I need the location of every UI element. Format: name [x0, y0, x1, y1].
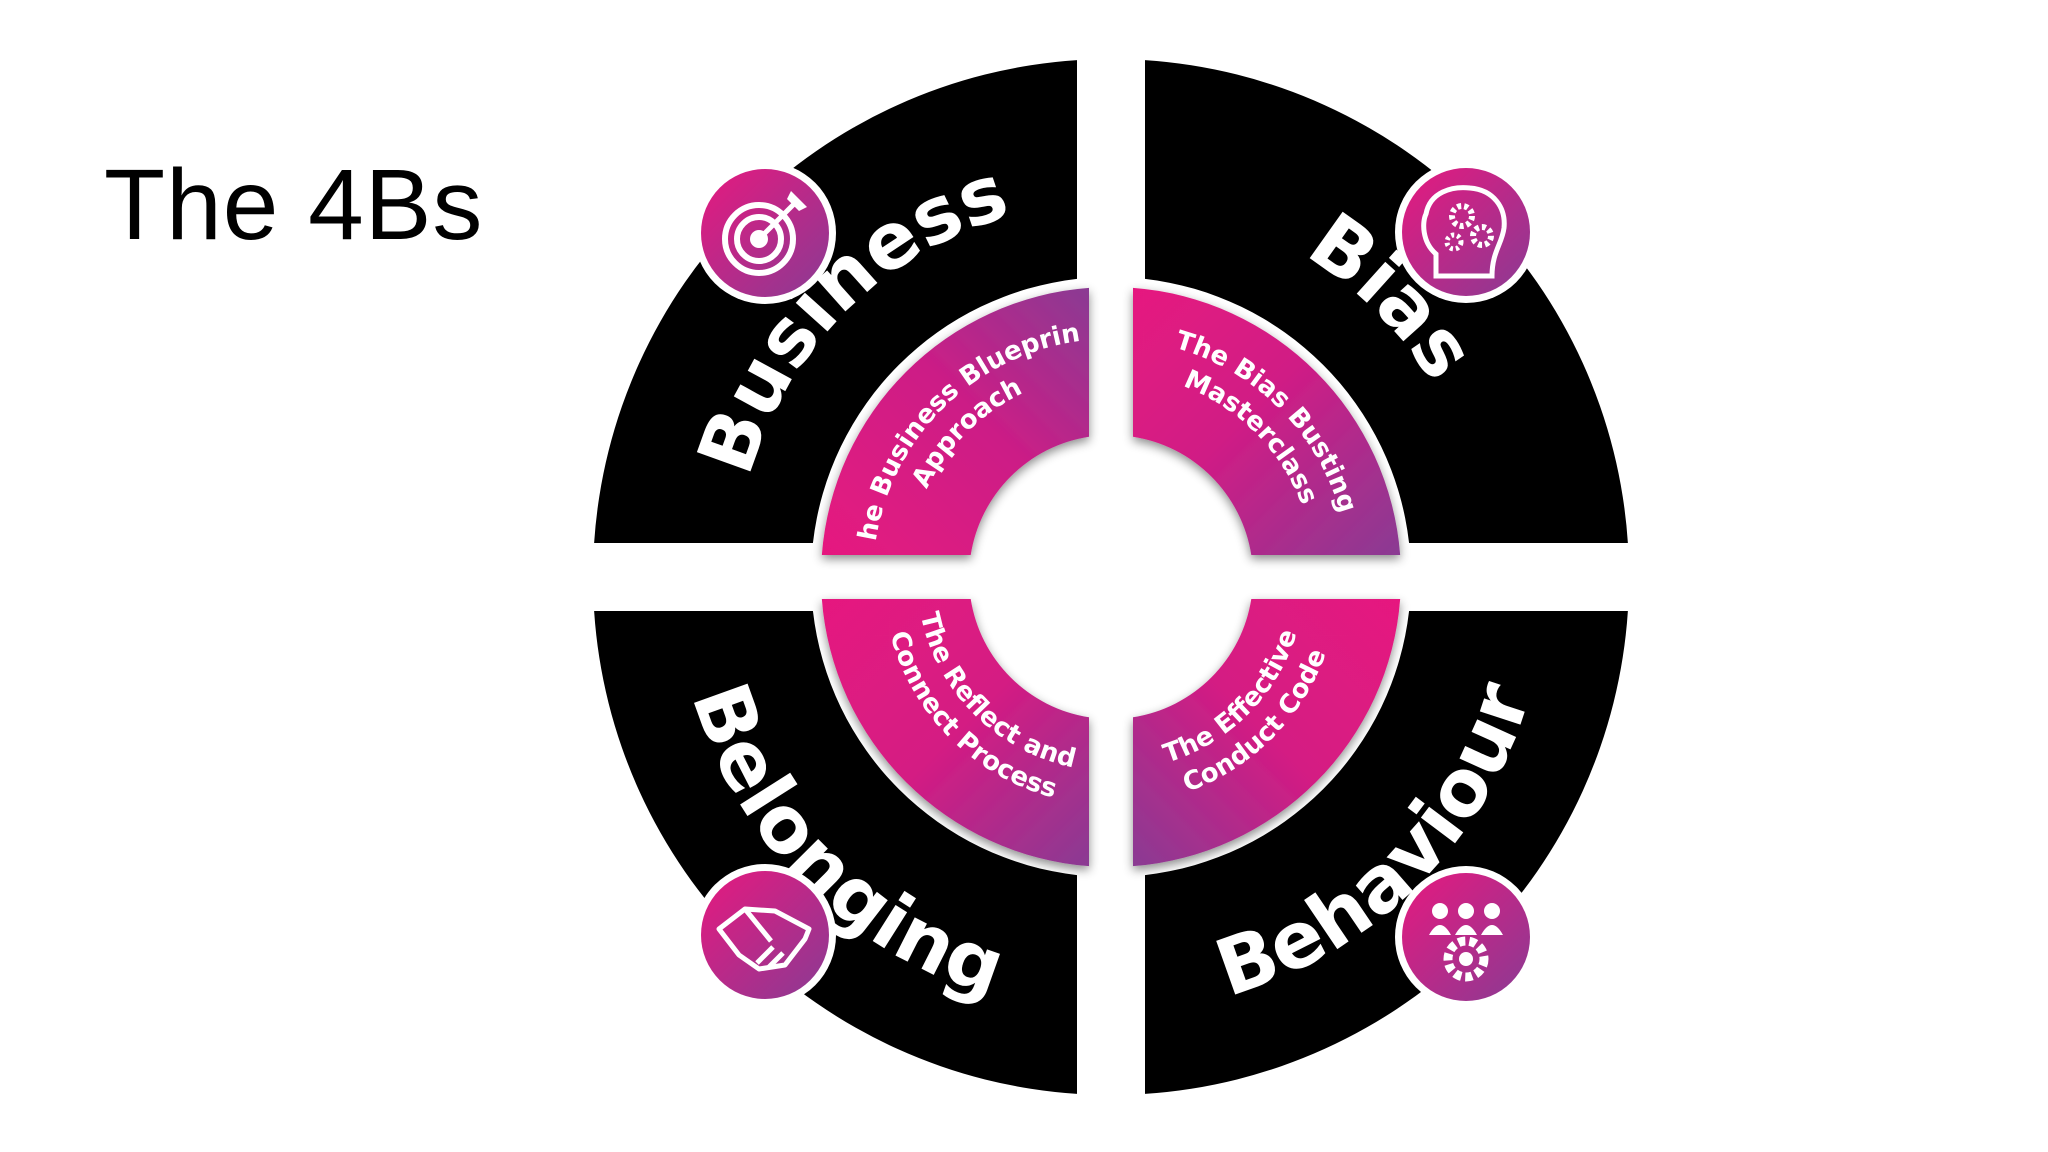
slide-title: The 4Bs: [104, 149, 484, 261]
head-gears-icon: [1395, 161, 1537, 303]
outer-segment-belonging: [594, 611, 1077, 1094]
target-icon: [694, 162, 836, 304]
outer-segment-behaviour: [1145, 611, 1628, 1094]
outer-segment-bias: [1145, 60, 1628, 543]
inner-segment-behaviour: [1133, 599, 1401, 867]
icons: [694, 161, 1537, 1008]
inner-segment-business: [821, 287, 1089, 555]
outer-ring: [594, 60, 1628, 1094]
handshake-icon: [694, 864, 836, 1006]
inner-segment-belonging: [821, 599, 1089, 867]
team-gear-icon: [1395, 866, 1537, 1008]
inner-ring: [821, 287, 1401, 867]
outer-segment-business: [594, 60, 1077, 543]
inner-segment-bias: [1133, 287, 1401, 555]
